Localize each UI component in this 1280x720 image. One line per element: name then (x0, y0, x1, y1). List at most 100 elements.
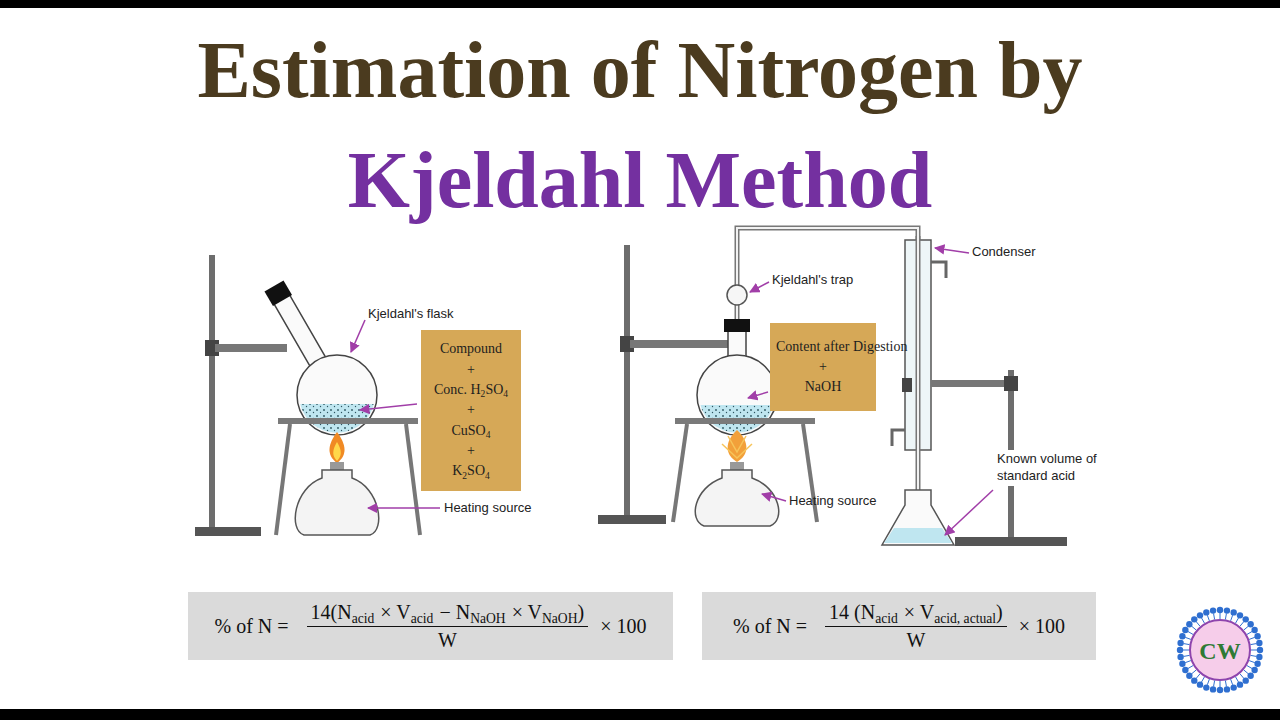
receiving-flask (882, 490, 954, 545)
box-text: NaOH (805, 379, 842, 394)
box-text: × 100 (600, 615, 646, 637)
reagent-box: Compound+Conc. H2SO4+CuSO4+K2SO4 (421, 330, 521, 491)
logo-dot (1202, 677, 1205, 682)
retort-stand-right (1004, 376, 1018, 391)
logo-dot (1197, 681, 1203, 687)
part-label: Condenser (972, 244, 1036, 261)
logo-dot (1217, 607, 1223, 613)
box-text: + (467, 362, 475, 377)
spirit-lamp-right (722, 436, 752, 458)
subscript-text: 4 (485, 471, 490, 481)
logo-dot (1202, 618, 1205, 623)
distillation-tube (727, 228, 918, 322)
text-line: Compound (427, 339, 515, 359)
formula-part: % of N = (215, 615, 289, 638)
logo-dot (1183, 650, 1189, 651)
tripod-left (276, 424, 290, 535)
condenser (892, 430, 905, 446)
logo-dot (1207, 615, 1209, 621)
logo-dot (1251, 655, 1257, 656)
box-text: Content after Digestion (776, 339, 907, 354)
part-label: Kjeldahl's trap (772, 272, 853, 289)
logo-text: CW (1170, 636, 1270, 667)
subscript-text: 4 (486, 430, 491, 440)
subscript-text: NaOH (542, 611, 578, 626)
logo-dot (1177, 640, 1183, 646)
bottom-bar (0, 709, 1280, 720)
tripod-left (278, 418, 418, 424)
text-line: K2SO4 (427, 461, 515, 481)
reagent-box: Content after Digestion+NaOH (770, 323, 876, 411)
formula-part: % of N = (733, 615, 807, 638)
logo-dot (1188, 632, 1193, 635)
distillation-tube (727, 285, 747, 305)
logo-dot (1244, 626, 1249, 630)
logo-dot (1177, 647, 1183, 653)
logo-dot (1182, 667, 1188, 673)
tripod-left (406, 424, 420, 535)
subscript-text: 2 (481, 389, 486, 399)
condenser (931, 262, 946, 278)
logo-dot (1244, 670, 1249, 674)
spirit-lamp-left (329, 432, 344, 463)
retort-stand-left (209, 255, 215, 530)
logo-dot (1179, 660, 1185, 666)
spirit-lamp-left (333, 442, 341, 461)
box-text: SO (467, 463, 485, 478)
leader-lines-right (935, 248, 969, 253)
logo-dot (1231, 615, 1233, 621)
logo-dot (1192, 670, 1197, 674)
logo-dot (1256, 654, 1262, 660)
logo-dot (1230, 684, 1236, 690)
distillation-tube (737, 228, 918, 322)
logo-dot (1196, 674, 1200, 679)
spirit-lamp-left (330, 462, 344, 470)
subscript-text: acid (875, 611, 898, 626)
logo-dot (1184, 644, 1190, 645)
tripod-left (276, 418, 420, 535)
part-label: Heating source (789, 493, 876, 510)
numerator: 14 (Nacid× Vacid, actual) (825, 601, 1007, 627)
kjeldahl-flask-right (724, 319, 750, 332)
subscript-text: acid (411, 611, 434, 626)
subscript-text: 2 (462, 471, 467, 481)
logo-dot (1210, 607, 1216, 613)
title: Estimation of Nitrogen by (0, 30, 1280, 110)
box-text: W (438, 629, 457, 651)
box-text: % of N = (733, 615, 807, 637)
text-line: Conc. H2SO4 (427, 380, 515, 400)
denominator: W (438, 627, 457, 652)
logo-dot (1237, 681, 1243, 687)
leader-lines-right (748, 248, 993, 535)
fraction: 14 (Nacid× Vacid, actual)W (825, 601, 1007, 652)
formula-part: × 100 (600, 615, 646, 638)
text-line: CuSO4 (427, 421, 515, 441)
logo-dot (1237, 612, 1243, 618)
logo-dot (1185, 661, 1191, 663)
logo-dot (1179, 633, 1185, 639)
retort-stand-right (955, 537, 1067, 546)
distillation-tube (737, 228, 918, 322)
retort-stand-right (931, 380, 1008, 387)
condenser (892, 236, 946, 515)
part-label: Kjeldahl's flask (368, 306, 454, 323)
receiving-flask (882, 490, 954, 545)
part-label: Heating source (444, 500, 531, 517)
subscript-text: 4 (503, 389, 508, 399)
logo-dot (1254, 660, 1260, 666)
logo-dot (1251, 650, 1257, 651)
retort-stand-middle (624, 245, 630, 520)
retort-stand-left (195, 527, 261, 536)
condenser (902, 378, 912, 392)
box-text: CuSO (452, 423, 486, 438)
condenser (916, 236, 921, 515)
spirit-lamp-left (295, 470, 378, 535)
title-subline: Kjeldahl Method (0, 140, 1280, 220)
logo-dot (1249, 637, 1255, 639)
box-text: × V (904, 601, 934, 623)
formula-box: % of N =14(Nacid× Vacid− NNaOH× VNaOH)W×… (188, 592, 673, 660)
logo-dot (1220, 681, 1221, 687)
logo-dot (1203, 684, 1209, 690)
box-text: ) (578, 601, 585, 623)
logo-dot (1236, 677, 1239, 682)
